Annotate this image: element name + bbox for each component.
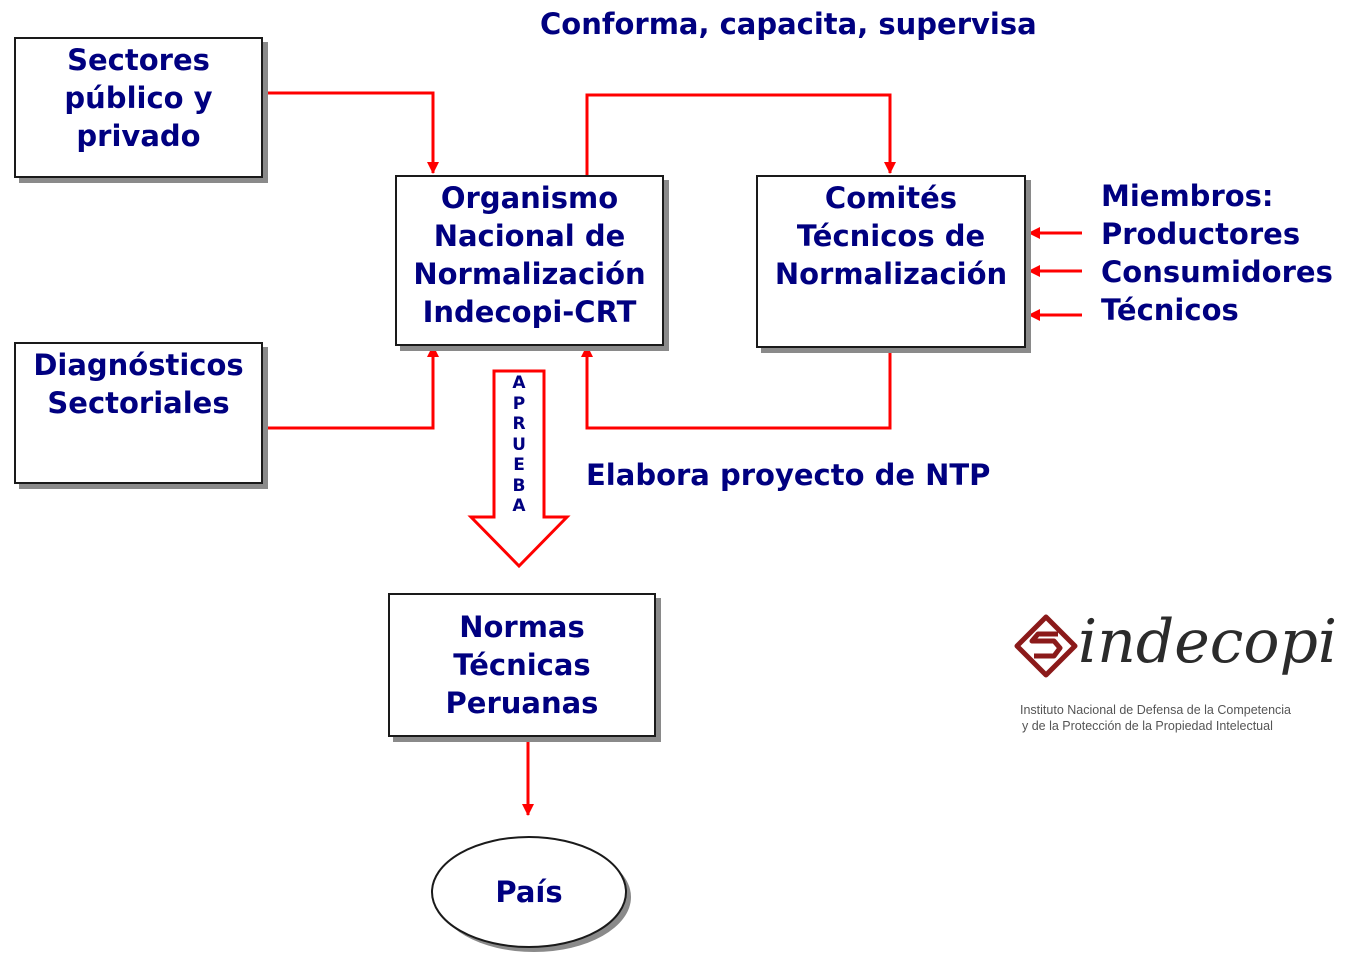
- pais-label: País: [495, 875, 563, 909]
- aprueba-letter: B: [512, 475, 526, 496]
- organismo-line: Indecopi-CRT: [422, 295, 637, 329]
- organismo-line: Organismo: [440, 181, 619, 215]
- normas-line: Peruanas: [445, 686, 599, 720]
- arrow-organismo-to-comites: [585, 93, 896, 175]
- logo-subtitle-line: y de la Protección de la Propiedad Intel…: [1022, 719, 1273, 733]
- members-list: Miembros: Productores Consumidores Técni…: [1101, 177, 1333, 329]
- logo-wordmark: indecopi: [1078, 607, 1338, 677]
- sectores-box: Sectores público y privado: [14, 37, 263, 178]
- aprueba-label: A P R U E B A: [496, 373, 542, 517]
- member-consumidores: Consumidores: [1101, 255, 1333, 289]
- aprueba-letter: A: [512, 496, 526, 516]
- organismo-line: Normalización: [413, 257, 646, 291]
- sectores-line: privado: [76, 119, 201, 153]
- aprueba-letter: A: [512, 373, 526, 393]
- aprueba-block-arrow: [467, 369, 571, 569]
- organismo-line: Nacional de: [433, 219, 626, 253]
- sectores-line: público y: [64, 81, 213, 115]
- logo-subtitle-line: Instituto Nacional de Defensa de la Comp…: [1020, 703, 1291, 717]
- arrow-sectores-to-organismo: [263, 91, 439, 174]
- aprueba-letter: P: [512, 393, 526, 414]
- diagnosticos-box: Diagnósticos Sectoriales: [14, 342, 263, 484]
- conforma-label: Conforma, capacita, supervisa: [540, 7, 1037, 41]
- comites-line: Comités: [824, 181, 958, 215]
- sectores-line: Sectores: [67, 43, 210, 77]
- normas-line: Normas: [459, 610, 585, 644]
- arrow-comites-to-organismo: [581, 345, 892, 430]
- elabora-label: Elabora proyecto de NTP: [586, 458, 991, 492]
- aprueba-letter: R: [512, 414, 526, 434]
- member-productores: Productores: [1101, 217, 1301, 251]
- member-tecnicos: Técnicos: [1101, 293, 1239, 327]
- diagnosticos-line: Diagnósticos: [33, 348, 244, 382]
- logo-subtitle: Instituto Nacional de Defensa de la Comp…: [1020, 702, 1291, 734]
- indecopi-emblem-icon: [1014, 614, 1078, 678]
- members-heading: Miembros:: [1101, 179, 1274, 213]
- normas-box: Normas Técnicas Peruanas: [388, 593, 656, 737]
- comites-box: Comités Técnicos de Normalización: [756, 175, 1026, 348]
- diagnosticos-line: Sectoriales: [47, 386, 230, 420]
- indecopi-logo: indecopi Instituto Nacional de Defensa d…: [1010, 600, 1360, 750]
- comites-line: Técnicos de: [796, 219, 986, 253]
- aprueba-letter: U: [512, 434, 526, 455]
- arrow-diagnosticos-to-organismo: [263, 345, 439, 430]
- comites-line: Normalización: [774, 257, 1008, 291]
- aprueba-letter: E: [513, 455, 525, 475]
- normas-line: Técnicas: [453, 648, 591, 682]
- organismo-box: Organismo Nacional de Normalización Inde…: [395, 175, 664, 346]
- pais-ellipse: [431, 836, 627, 948]
